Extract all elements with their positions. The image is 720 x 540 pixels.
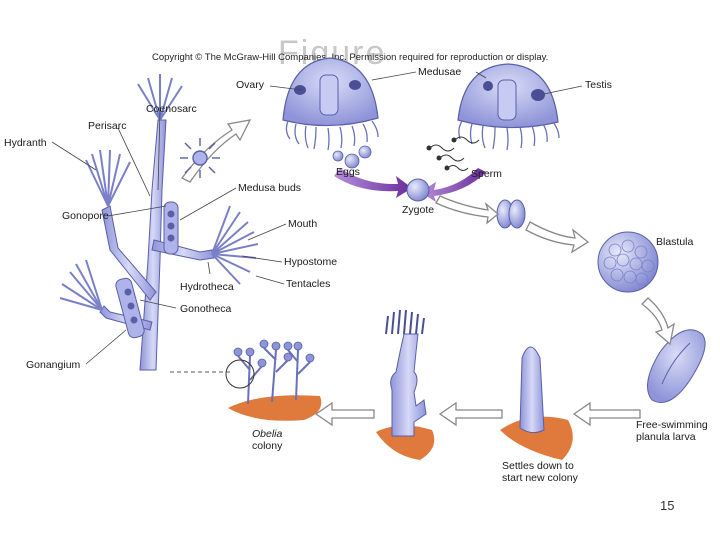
- leader-medusa-buds: [179, 187, 237, 221]
- label-zygote: Zygote: [402, 204, 435, 216]
- cycle-arrow-settling-to-polyp: [438, 401, 503, 427]
- sperm: [426, 136, 480, 171]
- label-planula-line2: planula larva: [636, 431, 696, 443]
- medusa-female: [282, 57, 379, 151]
- label-perisarc: Perisarc: [88, 120, 127, 132]
- leader-gonopore: [107, 205, 167, 217]
- leader-hydrotheca: [207, 261, 211, 275]
- young-polyp: [376, 309, 435, 460]
- label-medusae: Medusae: [418, 66, 462, 78]
- leader-ovary: [269, 85, 303, 91]
- leader-tentacles: [255, 275, 285, 285]
- label-settles-line2: start new colony: [502, 472, 578, 484]
- leader-medusae-right: [475, 71, 487, 79]
- label-hypostome: Hypostome: [284, 256, 338, 268]
- copyright-notice: Copyright © The McGraw-Hill Companies, I…: [152, 52, 549, 63]
- sperm-to-zygote-arrow: [420, 168, 486, 202]
- leader-medusae-left: [371, 71, 417, 81]
- label-hydranth: Hydranth: [4, 137, 47, 149]
- planula-larva: [647, 329, 706, 403]
- label-blastula: Blastula: [656, 236, 694, 248]
- label-colony: colony: [252, 440, 283, 452]
- blastula-cell-ball: [597, 231, 659, 293]
- leader-hydranth: [51, 141, 97, 171]
- label-planula-line1: Free-swimming: [636, 419, 708, 431]
- leader-gonangium: [85, 329, 127, 365]
- cycle-arrow-blastula-to-planula: [641, 297, 675, 346]
- enlarged-colony-branch: [59, 74, 259, 371]
- label-sperm: Sperm: [471, 168, 502, 180]
- egg-to-zygote-arrow: [334, 168, 412, 198]
- label-medusa-buds: Medusa buds: [238, 182, 302, 194]
- label-gonopore: Gonopore: [62, 210, 109, 222]
- label-obelia: Obelia: [252, 428, 283, 440]
- leader-coenosarc: [157, 109, 161, 191]
- label-settles-line1: Settles down to: [502, 460, 574, 472]
- leader-testis: [543, 85, 583, 95]
- leader-gonotheca: [139, 299, 177, 309]
- cycle-arrow-zygote-to-embryo: [435, 195, 500, 225]
- cycle-arrow-embryo-to-blastula: [525, 221, 590, 254]
- cycle-arrow-hydranth-to-medusa: [181, 119, 252, 183]
- medusa-male: [457, 63, 560, 151]
- leader-perisarc: [117, 127, 151, 197]
- label-gonangium: Gonangium: [26, 359, 81, 371]
- label-gonotheca: Gonotheca: [180, 303, 232, 315]
- label-testis: Testis: [585, 79, 612, 91]
- label-ovary: Ovary: [236, 79, 265, 91]
- cycle-arrow-polyp-to-colony: [314, 401, 375, 427]
- label-eggs: Eggs: [336, 166, 360, 178]
- page-number: 15: [660, 498, 675, 513]
- leader-mouth: [247, 223, 287, 241]
- zygote-cell: [406, 178, 430, 202]
- two-cell-embryo: [496, 199, 526, 229]
- settling-larva: [500, 346, 573, 460]
- obelia-colony-small: [225, 339, 322, 421]
- label-mouth: Mouth: [288, 218, 318, 230]
- eggs: [332, 145, 372, 169]
- label-tentacles: Tentacles: [286, 278, 331, 290]
- leader-hypostome: [241, 255, 283, 263]
- label-hydrotheca: Hydrotheca: [180, 281, 234, 293]
- label-coenosarc: Coenosarc: [146, 103, 197, 115]
- cycle-arrow-planula-to-settling: [572, 401, 641, 427]
